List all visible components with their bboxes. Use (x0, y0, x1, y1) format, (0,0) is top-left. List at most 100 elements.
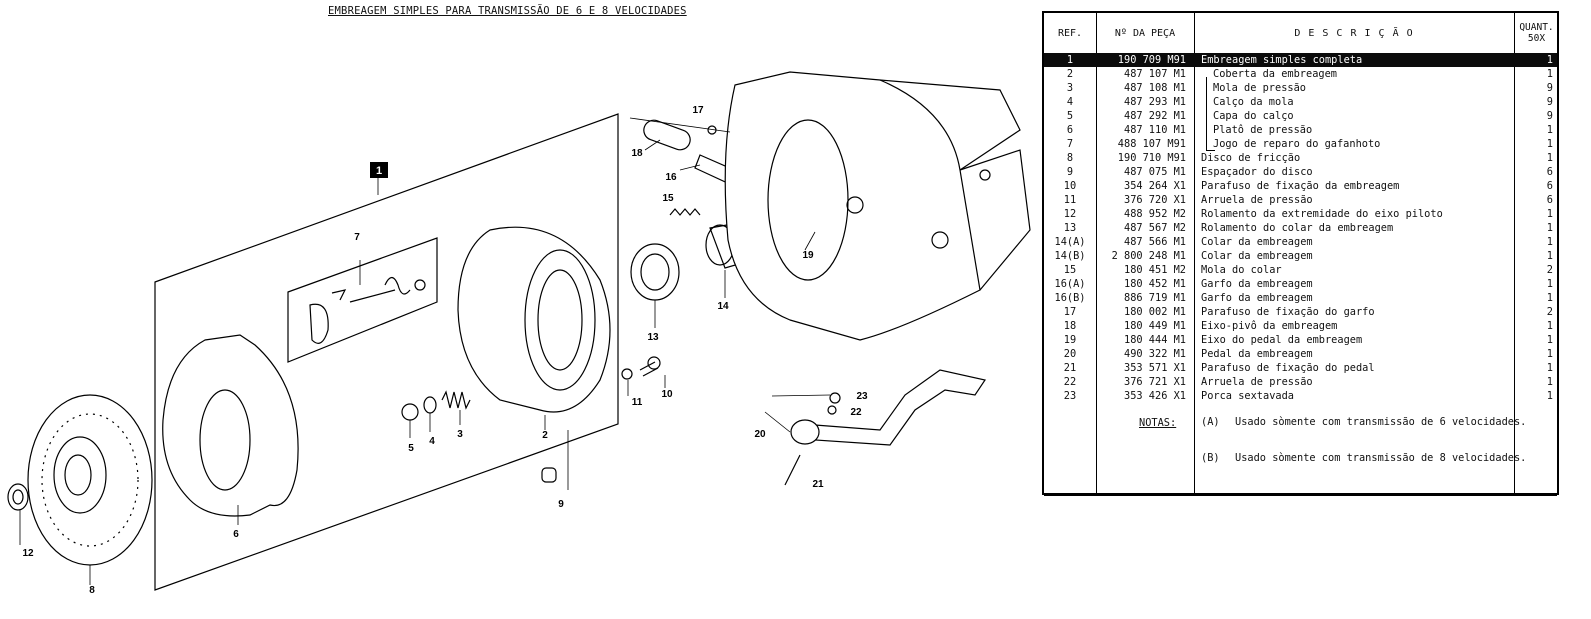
callout-2: 2 (542, 430, 548, 441)
row-quantity: 1 (1546, 320, 1553, 332)
row-ref: 9 (1066, 166, 1074, 178)
row-part-number: 487 567 M2 (1124, 222, 1186, 234)
row-description: Eixo-pivô da embreagem (1201, 320, 1338, 332)
callout-10: 10 (661, 389, 673, 400)
callout-5: 5 (408, 443, 414, 454)
row-ref: 6 (1066, 124, 1074, 136)
row-part-number: 487 075 M1 (1124, 166, 1186, 178)
row-ref: 15 (1063, 264, 1077, 276)
row-quantity: 1 (1546, 334, 1553, 346)
row-ref: 3 (1066, 82, 1074, 94)
row-description: Coberta da embreagem (1213, 68, 1337, 80)
row-quantity: 1 (1546, 138, 1553, 150)
row-description: Espaçador do disco (1201, 166, 1313, 178)
row-description: Porca sextavada (1201, 390, 1294, 402)
row-description: Capa do calço (1213, 110, 1294, 122)
pressure-plate-drawing (162, 334, 299, 517)
row-ref: 22 (1063, 376, 1077, 388)
row-description: Disco de fricção (1201, 152, 1301, 164)
note-b: (B)Usado sòmente com transmissão de 8 ve… (1201, 451, 1535, 466)
row-ref: 12 (1063, 208, 1077, 220)
row-ref: 19 (1063, 334, 1077, 346)
row-part-number: 376 721 X1 (1124, 376, 1186, 388)
row-part-number: 487 566 M1 (1124, 236, 1186, 248)
row-quantity: 9 (1546, 110, 1553, 122)
row-part-number: 487 292 M1 (1124, 110, 1186, 122)
row-description: Parafuso de fixação do pedal (1201, 362, 1375, 374)
assembly-panel (154, 113, 619, 591)
row-quantity: 1 (1546, 152, 1553, 164)
callout-22: 22 (850, 407, 862, 418)
row-ref: 23 (1063, 390, 1077, 402)
row-description: Rolamento do colar da embreagem (1201, 222, 1394, 234)
page-title: EMBREAGEM SIMPLES PARA TRANSMISSÃO DE 6 … (328, 5, 687, 17)
row-part-number: 488 107 M91 (1117, 138, 1186, 150)
row-ref: 21 (1063, 362, 1077, 374)
row-part-number: 487 108 M1 (1124, 82, 1186, 94)
callout-17: 17 (692, 105, 704, 116)
row-ref: 10 (1063, 180, 1077, 192)
table-row: 5 487 292 M1 Capa do calço 9 (1044, 109, 1557, 123)
row-quantity: 6 (1546, 166, 1553, 178)
callout-7: 7 (354, 232, 360, 243)
row-quantity: 2 (1546, 306, 1553, 318)
row-part-number: 180 444 M1 (1124, 334, 1186, 346)
bolt-washer-drawing (621, 356, 661, 380)
header-ref: REF. (1057, 27, 1083, 39)
row-quantity: 1 (1546, 362, 1553, 374)
row-part-number: 180 451 M2 (1124, 264, 1186, 276)
row-ref: 14(A) (1054, 236, 1086, 248)
exploded-clutch-diagram: 1 2 3 4 5 6 7 8 9 10 11 12 13 14 15 16 1… (7, 71, 1031, 596)
row-quantity: 1 (1546, 348, 1553, 360)
note-text: Usado sòmente com transmissão de 6 veloc… (1235, 416, 1527, 428)
callout-19: 19 (802, 250, 814, 261)
row-quantity: 1 (1546, 208, 1553, 220)
callout-1: 1 (376, 165, 382, 177)
row-ref: 5 (1066, 110, 1074, 122)
row-ref: 1 (1066, 54, 1074, 66)
table-row: 9 487 075 M1 Espaçador do disco 6 (1044, 165, 1557, 179)
row-description: Embreagem simples completa (1201, 54, 1363, 66)
row-quantity: 1 (1546, 376, 1553, 388)
row-quantity: 1 (1546, 222, 1553, 234)
row-quantity: 6 (1546, 194, 1553, 206)
row-part-number: 487 107 M1 (1124, 68, 1186, 80)
row-description: Mola de pressão (1213, 82, 1306, 94)
row-part-number: 487 110 M1 (1124, 124, 1186, 136)
callout-20: 20 (754, 429, 766, 440)
row-quantity: 1 (1546, 236, 1553, 248)
callout-6: 6 (233, 529, 239, 540)
callout-13: 13 (647, 332, 659, 343)
row-description: Platô de pressão (1213, 124, 1313, 136)
friction-disc-drawing (27, 394, 153, 566)
row-ref: 4 (1066, 96, 1074, 108)
note-code: (B) (1201, 452, 1220, 464)
spacer-drawing (541, 467, 557, 483)
footer-divider (1044, 495, 1557, 496)
note-a: (A)Usado sòmente com transmissão de 6 ve… (1201, 415, 1535, 430)
row-description: Jogo de reparo do gafanhoto (1213, 138, 1381, 150)
callout-21: 21 (812, 479, 824, 490)
callout-16: 16 (665, 172, 677, 183)
row-part-number: 2 800 248 M1 (1111, 250, 1186, 262)
row-quantity: 1 (1546, 54, 1553, 66)
row-ref: 11 (1063, 194, 1077, 206)
callout-9: 9 (558, 499, 564, 510)
row-quantity: 9 (1546, 82, 1553, 94)
row-description: Colar da embreagem (1201, 250, 1313, 262)
